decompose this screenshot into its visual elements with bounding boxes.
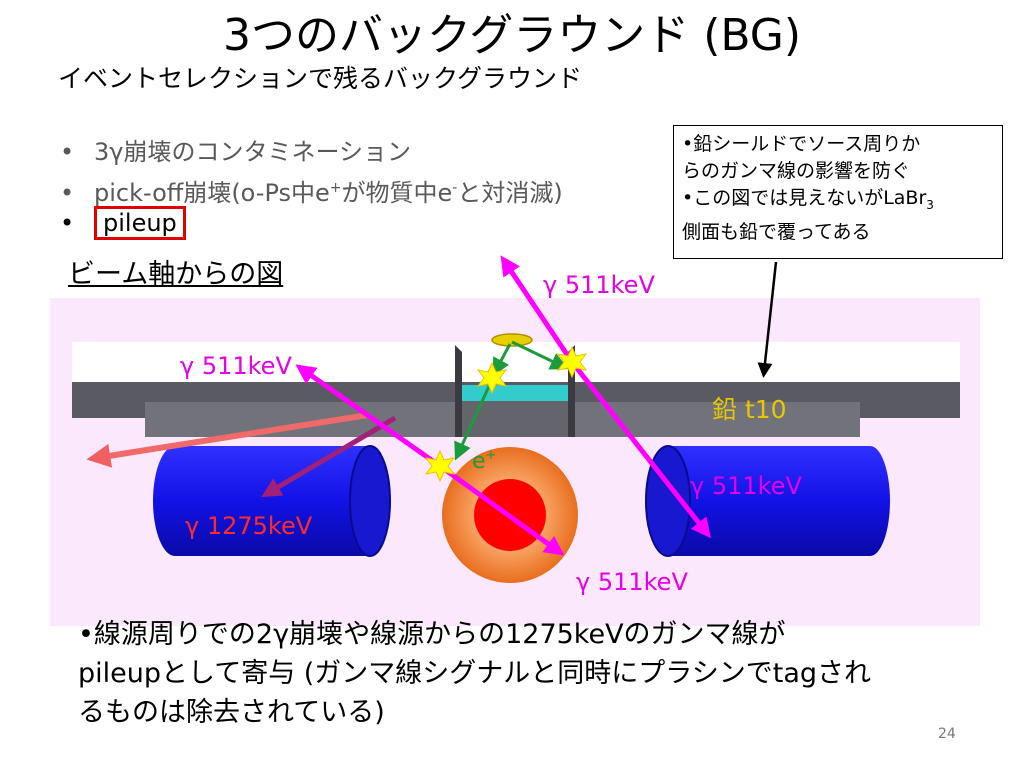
green-arrow-positron bbox=[454, 383, 492, 461]
arrow-1275kev bbox=[261, 415, 397, 498]
note-line: •この図では見えないがLaBr3 bbox=[682, 185, 994, 219]
gamma-symbol: γ bbox=[690, 472, 704, 500]
left-detector bbox=[153, 446, 390, 556]
gamma-symbol: γ bbox=[185, 512, 199, 540]
gamma-arrow-left bbox=[295, 364, 442, 469]
bullet-pileup: • pileup bbox=[60, 206, 186, 240]
lead-disk bbox=[491, 333, 533, 347]
page-title: 3つのバックグラウンド (BG) bbox=[222, 10, 802, 61]
positron-symbol: e bbox=[472, 449, 486, 474]
positron-label: e+ bbox=[472, 448, 496, 474]
bottom-line: pileupとして寄与 (ガンマ線シグナルと同時にプラシンでtagされ bbox=[78, 658, 872, 689]
note-pointer-arrow bbox=[757, 261, 778, 378]
bottom-line: •線源周りでの2γ崩壊や線源からの1275keVのガンマ線が bbox=[78, 615, 978, 654]
annihilation-star-right bbox=[556, 345, 588, 379]
gamma-energy: 1275keV bbox=[199, 512, 313, 540]
subtitle: イベントセレクションで残るバックグラウンド bbox=[58, 64, 583, 93]
bullet-dot: • bbox=[60, 179, 75, 207]
bullet-dot: • bbox=[60, 209, 75, 237]
green-arrow-right bbox=[511, 340, 569, 370]
bottom-line: るものは除去されている) bbox=[78, 697, 385, 728]
gamma-label-1275: γ 1275keV bbox=[185, 512, 313, 540]
left-detector-face bbox=[349, 445, 391, 557]
gamma-label-bottom: γ 511keV bbox=[576, 568, 688, 596]
annihilation-star-left bbox=[424, 449, 456, 483]
scintillator bbox=[462, 385, 568, 401]
lead-label: 鉛 t10 bbox=[712, 395, 787, 424]
view-label: ビーム軸からの図 bbox=[68, 259, 284, 290]
lead-slot-left-wall bbox=[455, 345, 462, 437]
note-box: •鉛シールドでソース周りか らのガンマ線の影響を防ぐ •この図では見えないがLa… bbox=[673, 125, 1003, 259]
arrow-1275kev-outer bbox=[86, 412, 369, 468]
bottom-text: •線源周りでの2γ崩壊や線源からの1275keVのガンマ線が pileupとして… bbox=[78, 615, 978, 732]
bullet-dot: • bbox=[60, 138, 75, 166]
bottom-text-part: •線源周りでの2 bbox=[78, 619, 274, 650]
positron-superscript: + bbox=[486, 448, 497, 463]
gamma-symbol: γ bbox=[109, 138, 124, 166]
green-arrow-down bbox=[492, 343, 512, 377]
bullet-text: が物質中e bbox=[341, 179, 453, 207]
electron-superscript: - bbox=[452, 180, 458, 196]
gamma-energy: 511keV bbox=[557, 271, 655, 299]
note-line: 側面も鉛で覆ってある bbox=[682, 220, 871, 243]
gamma-label-right: γ 511keV bbox=[690, 472, 802, 500]
lead-slot-bottom bbox=[462, 401, 568, 437]
bullet-two-gamma-contamination: • 3γ崩壊のコンタミネーション bbox=[60, 137, 411, 167]
gamma-energy: 511keV bbox=[704, 472, 802, 500]
bullet-text: pick-off崩壊(o-Ps中e bbox=[94, 179, 330, 207]
page-number: 24 bbox=[938, 726, 956, 742]
note-subscript: 3 bbox=[926, 197, 934, 212]
gamma-symbol: γ bbox=[576, 568, 590, 596]
gamma-arrow-top bbox=[500, 255, 575, 364]
gamma-arrow-right bbox=[570, 360, 711, 539]
note-text: •この図では見えないがLaBr bbox=[682, 187, 927, 209]
gamma-energy: 511keV bbox=[590, 568, 688, 596]
gamma-symbol: γ bbox=[273, 619, 290, 650]
bottom-text-part: 崩壊や線源からの1275keVのガンマ線が bbox=[289, 619, 786, 650]
gamma-label-top: γ 511keV bbox=[543, 271, 655, 299]
annihilation-star-center bbox=[476, 361, 508, 395]
positron-superscript: + bbox=[329, 180, 342, 196]
gamma-energy: 511keV bbox=[194, 352, 292, 380]
bullet-pick-off: • pick-off崩壊(o-Ps中e+が物質中e-と対消滅) bbox=[60, 173, 563, 208]
note-line: らのガンマ線の影響を防ぐ bbox=[682, 160, 911, 182]
gamma-arrow-bottom bbox=[438, 463, 565, 556]
bullet-text: と対消滅) bbox=[457, 179, 563, 207]
bullet-prefix: 3 bbox=[94, 138, 110, 166]
pileup-highlight-box: pileup bbox=[94, 206, 186, 240]
beam-pipe-top bbox=[72, 342, 960, 382]
gamma-symbol: γ bbox=[543, 271, 557, 299]
gamma-label-left: γ 511keV bbox=[180, 352, 292, 380]
gamma-symbol: γ bbox=[180, 352, 194, 380]
bullet-text: 崩壊のコンタミネーション bbox=[123, 138, 412, 166]
note-line: •鉛シールドでソース周りか bbox=[682, 133, 921, 155]
